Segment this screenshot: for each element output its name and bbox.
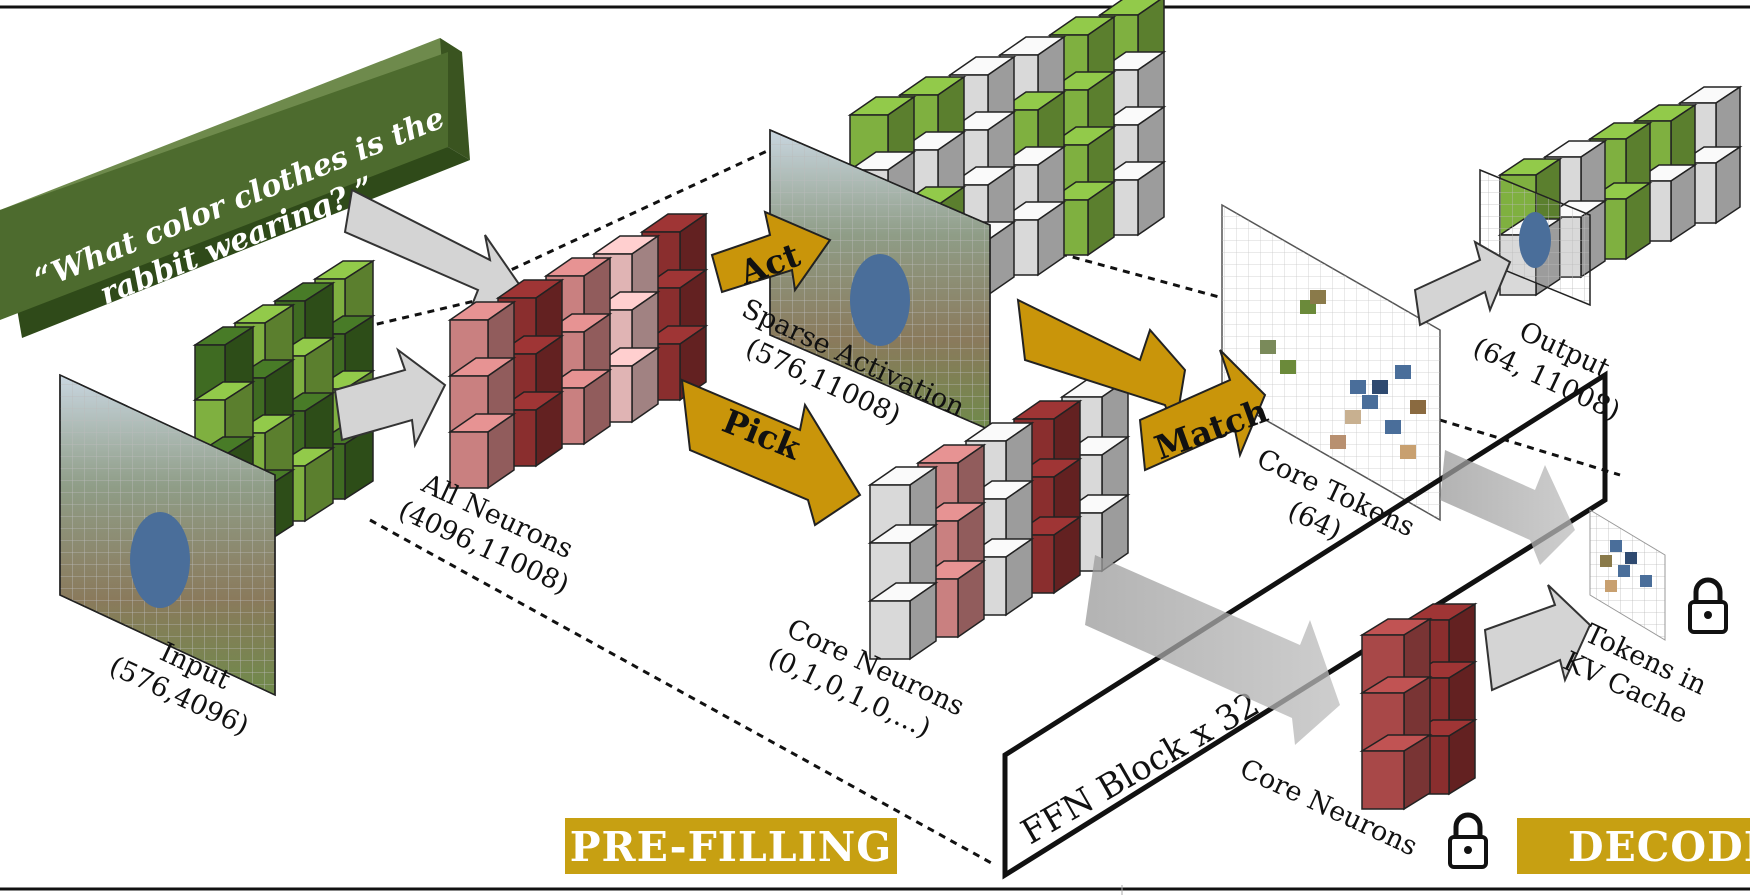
token-cell bbox=[1400, 445, 1416, 459]
token-cell bbox=[1385, 420, 1401, 434]
ffn-block-label: FFN Block x 32 bbox=[1015, 684, 1267, 853]
rabbit-figure bbox=[130, 512, 190, 608]
projection-lines bbox=[224, 143, 1621, 867]
decoding-banner-text: DECODING bbox=[1568, 823, 1750, 871]
decode-arrows bbox=[1085, 450, 1575, 745]
input-arrow bbox=[333, 347, 447, 449]
token-cell bbox=[1310, 290, 1326, 304]
lock-icon bbox=[1448, 812, 1488, 869]
kv-arrow bbox=[1483, 584, 1592, 692]
kv-cell bbox=[1618, 565, 1630, 577]
activation-cube bbox=[1047, 180, 1117, 257]
core-neuron-cube bbox=[867, 581, 939, 661]
kv-cell bbox=[1605, 580, 1617, 592]
sparse-activation-stack bbox=[769, 0, 1167, 432]
core-neurons-stack bbox=[867, 377, 1131, 661]
decode-core-neurons-stack bbox=[1359, 602, 1478, 811]
input-stack bbox=[59, 259, 376, 697]
all-neurons-stack bbox=[447, 212, 709, 490]
token-cell bbox=[1395, 365, 1411, 379]
act-arrow: Act bbox=[710, 210, 832, 294]
kv-cell bbox=[1610, 540, 1622, 552]
lock-icon bbox=[1688, 577, 1728, 634]
kv-cell bbox=[1625, 552, 1637, 564]
output-stack bbox=[1479, 85, 1743, 307]
kv-cache-tokens bbox=[1589, 509, 1666, 641]
output-arrow bbox=[1413, 239, 1512, 327]
token-cell bbox=[1372, 380, 1388, 394]
token-cell bbox=[1345, 410, 1361, 424]
prefill-banner: PRE-FILLING bbox=[565, 818, 897, 874]
token-cell bbox=[1350, 380, 1366, 394]
rabbit-figure bbox=[850, 254, 910, 346]
token-cell bbox=[1330, 435, 1346, 449]
decoding-banner: DECODING bbox=[1517, 818, 1750, 874]
token-cell bbox=[1362, 395, 1378, 409]
token-cell bbox=[1260, 340, 1276, 354]
prefill-banner-text: PRE-FILLING bbox=[570, 823, 893, 871]
token-cell bbox=[1410, 400, 1426, 414]
input-image bbox=[59, 373, 276, 697]
decode-neuron-cube bbox=[1359, 733, 1433, 811]
question-box: “What color clothes is the rabbit wearin… bbox=[0, 38, 470, 338]
core-tokens-grid bbox=[1221, 203, 1441, 522]
token-cell bbox=[1280, 360, 1296, 374]
kv-cell bbox=[1600, 555, 1612, 567]
rabbit-figure bbox=[1519, 212, 1551, 268]
kv-cell bbox=[1640, 575, 1652, 587]
neuron-cube bbox=[447, 412, 517, 490]
sparse-image bbox=[769, 128, 991, 432]
